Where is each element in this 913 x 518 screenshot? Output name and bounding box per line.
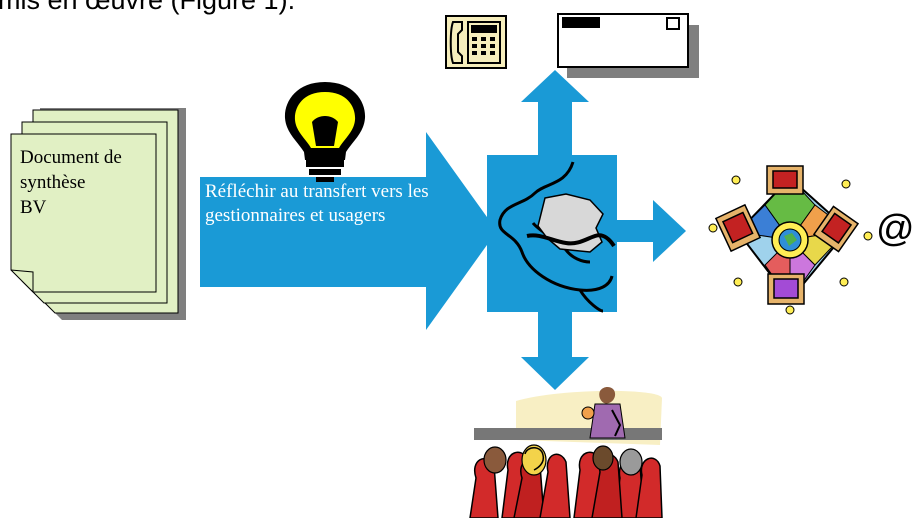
document-label: Document de synthèse BV — [20, 147, 122, 218]
telephone-icon — [445, 15, 507, 69]
at-symbol: @ — [876, 208, 913, 250]
transfer-arrow — [200, 132, 497, 330]
lightbulb-icon — [284, 82, 366, 182]
envelope-icon — [557, 13, 699, 78]
intro-text: mis en œuvre (Figure 1). — [0, 0, 296, 15]
arrow-label: Réfléchir au transfert vers les gestionn… — [205, 181, 429, 226]
france-map-icon — [498, 161, 616, 313]
network-meeting-icon — [708, 165, 873, 315]
document-stack-icon — [10, 108, 186, 320]
presentation-audience-icon — [469, 387, 663, 518]
